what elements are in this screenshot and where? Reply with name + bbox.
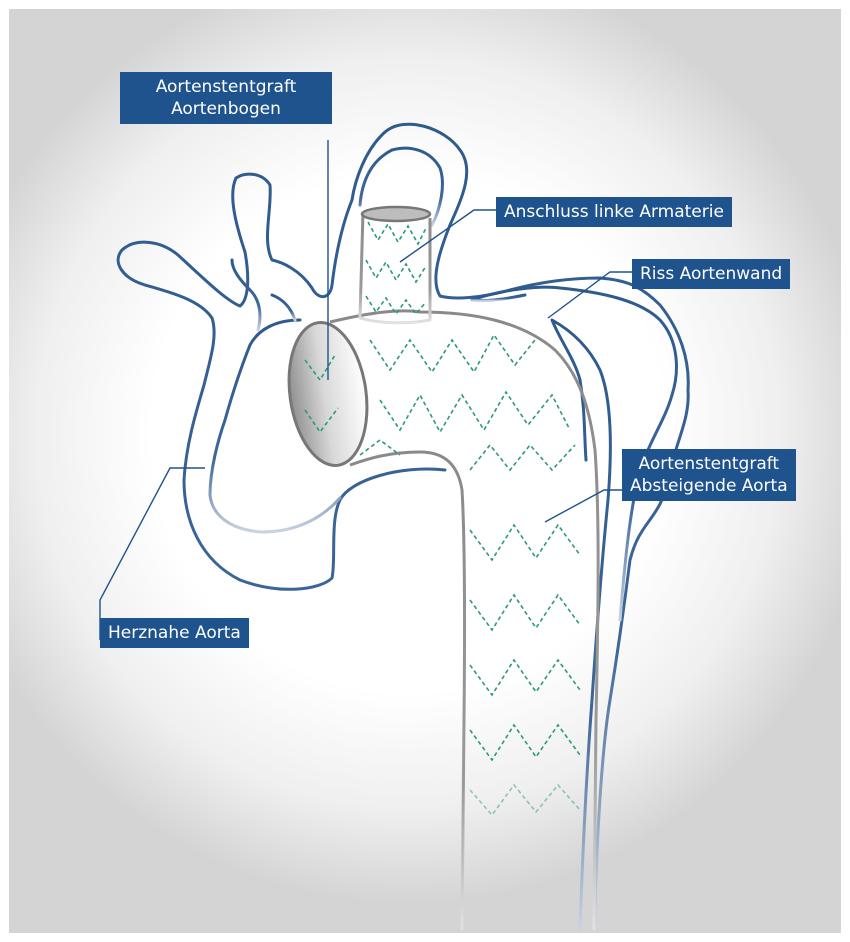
label-tear-text: Riss Aortenwand <box>640 263 782 285</box>
label-graft-arch-line2: Aortenbogen <box>128 98 324 120</box>
stent-wires <box>305 222 580 815</box>
leader-graft-descending <box>545 490 622 522</box>
aorta-outer-wall-left <box>118 124 688 930</box>
label-ascending-text: Herznahe Aorta <box>108 622 241 644</box>
label-graft-descending: Aortenstentgraft Absteigende Aorta <box>622 449 796 501</box>
label-graft-descending-line2: Absteigende Aorta <box>630 475 788 497</box>
label-graft-arch: Aortenstentgraft Aortenbogen <box>120 72 332 124</box>
branch-graft-opening <box>362 207 430 221</box>
label-ascending: Herznahe Aorta <box>100 618 249 648</box>
label-left-artery-text: Anschluss linke Armaterie <box>504 201 724 223</box>
leader-ascending <box>100 468 205 640</box>
label-graft-descending-line1: Aortenstentgraft <box>630 453 788 475</box>
label-tear: Riss Aortenwand <box>632 259 790 289</box>
descending-graft-inner-wall <box>350 452 465 930</box>
label-left-artery: Anschluss linke Armaterie <box>496 197 732 227</box>
label-graft-arch-line1: Aortenstentgraft <box>128 76 324 98</box>
